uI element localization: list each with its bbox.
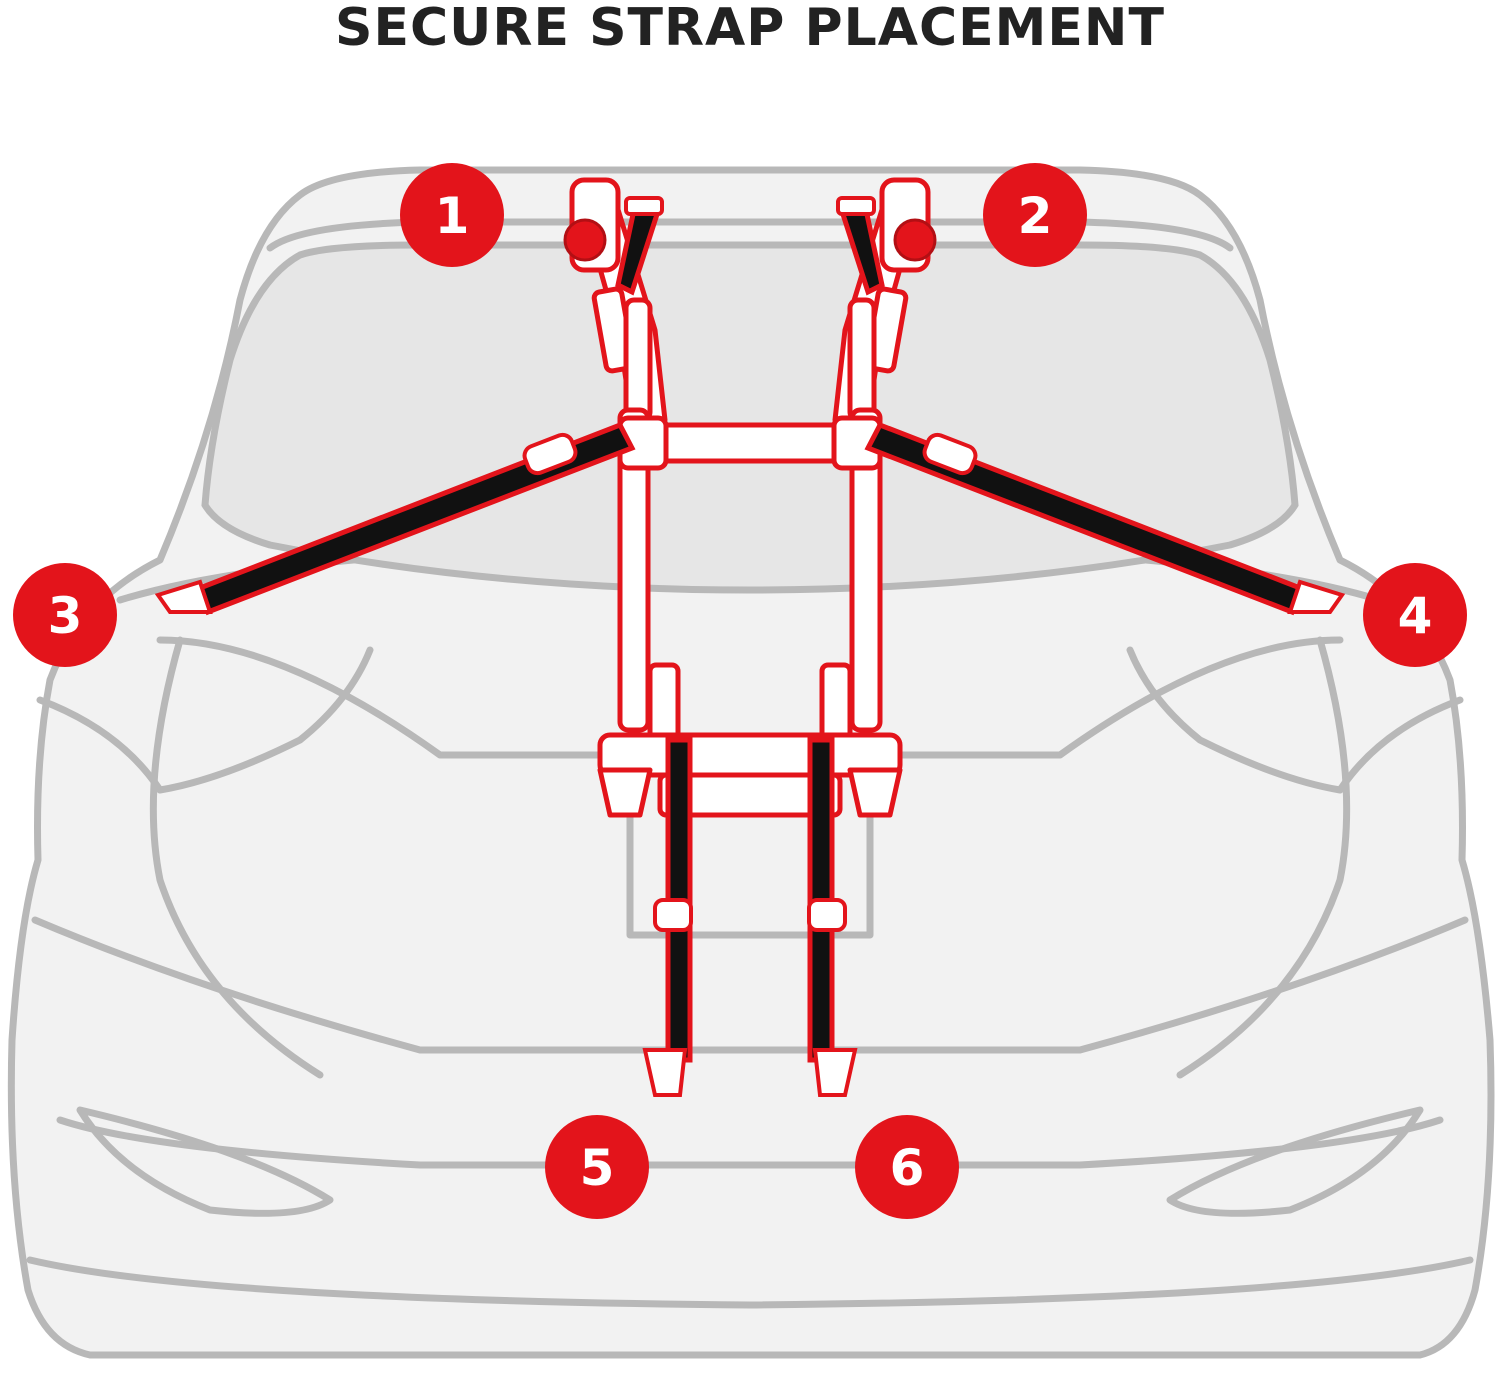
strap-2 (836, 196, 885, 296)
badge-6-label: 6 (890, 1139, 925, 1197)
badge-4-label: 4 (1398, 587, 1433, 645)
badge-6: 6 (855, 1115, 959, 1219)
page-title: SECURE STRAP PLACEMENT (335, 0, 1165, 58)
strap-6 (807, 737, 858, 1097)
badge-2-label: 2 (1018, 187, 1053, 245)
strap-5 (642, 737, 693, 1097)
badge-5-label: 5 (580, 1139, 615, 1197)
strap-1 (615, 196, 664, 296)
badge-3: 3 (13, 563, 117, 667)
badge-1-label: 1 (435, 187, 470, 245)
badge-5: 5 (545, 1115, 649, 1219)
badge-1: 1 (400, 163, 504, 267)
strap-3 (154, 421, 636, 616)
strap-4 (864, 421, 1346, 616)
bike-cradle-caps (563, 218, 937, 262)
badge-2: 2 (983, 163, 1087, 267)
badge-4: 4 (1363, 563, 1467, 667)
badge-3-label: 3 (48, 587, 83, 645)
straps (154, 196, 1346, 1097)
